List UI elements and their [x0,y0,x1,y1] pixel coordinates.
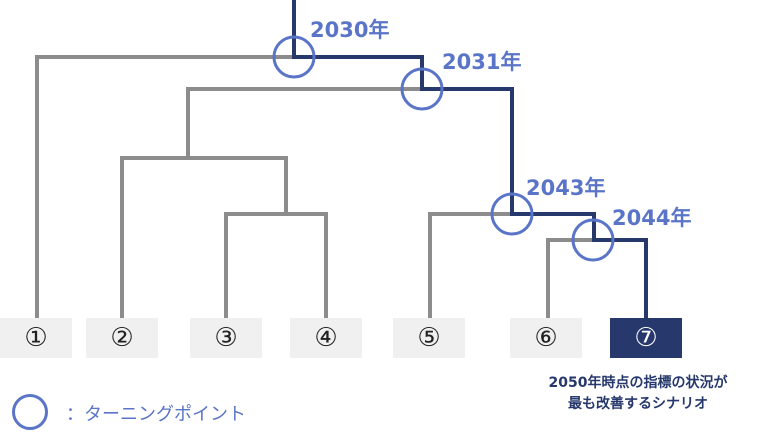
note-line-2: 最も改善するシナリオ [568,396,708,412]
turning-point-label-2030: 2030年 [310,18,390,42]
scenario-5: ⑤ [393,318,465,358]
legend-label: ：ターニングポイント [66,404,246,425]
branch-4 [286,212,328,320]
turning-point-label-2031: 2031年 [442,50,522,74]
turning-point-2030 [272,35,316,79]
branch-5 [428,212,512,320]
branch-1 [35,55,294,320]
turning-point-2031 [400,67,444,111]
scenario-2: ② [86,318,158,358]
branch-2-4 [186,87,422,158]
best-path [292,0,648,318]
scenario-1: ① [0,318,72,358]
branch-6 [546,238,594,320]
branch-3 [224,212,288,320]
branch-2 [120,156,288,320]
best-scenario-note: 2050年時点の指標の状況が 最も改善するシナリオ [518,373,758,415]
note-line-1: 2050年時点の指標の状況が [548,375,728,391]
turning-point-label-2043: 2043年 [526,176,606,200]
turning-point-label-2044: 2044年 [612,206,692,230]
scenario-3: ③ [190,318,262,358]
scenario-7-best: ⑦ [610,318,682,358]
scenario-4: ④ [290,318,362,358]
turning-point-2043 [490,192,534,236]
turning-point-2044 [571,218,615,262]
scenario-6: ⑥ [510,318,582,358]
circle-icon [12,394,48,430]
